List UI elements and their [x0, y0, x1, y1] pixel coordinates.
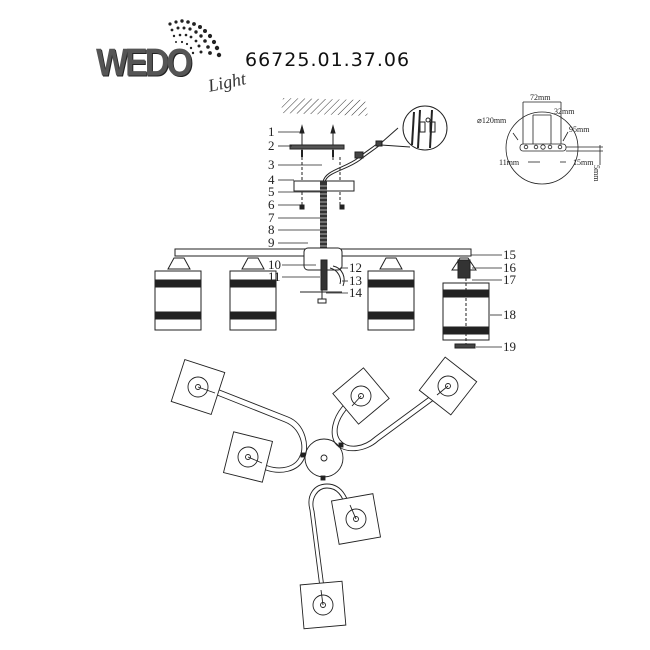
brand-logo: WEDO Light — [92, 14, 248, 96]
dim-diameter: ⌀120mm — [477, 116, 507, 125]
label-15: 15 — [503, 247, 516, 262]
label-9: 9 — [268, 235, 275, 250]
arm-bar — [174, 247, 472, 304]
top-view — [170, 356, 478, 630]
shade-3 — [367, 257, 415, 331]
ceiling-hatch — [281, 98, 368, 116]
label-7: 7 — [268, 210, 275, 225]
label-14: 14 — [349, 285, 363, 300]
dim-72: 72mm — [530, 93, 551, 102]
model-number: 66725.01.37.06 — [245, 49, 411, 71]
brand-name: WEDO — [96, 41, 193, 85]
canopy-dimension-diagram — [505, 101, 603, 185]
label-8: 8 — [268, 222, 275, 237]
leader-lines — [278, 131, 502, 348]
dim-95: 95mm — [569, 125, 590, 134]
label-17: 17 — [503, 272, 517, 287]
label-4: 4 — [268, 172, 275, 187]
wiring — [322, 105, 448, 183]
label-5: 5 — [268, 184, 275, 199]
label-19: 19 — [503, 339, 516, 354]
dim-11: 11mm — [499, 158, 520, 167]
label-18: 18 — [503, 307, 516, 322]
dimension-labels: 72mm 32mm ⌀120mm 95mm 11mm 15mm 5mm — [477, 93, 601, 182]
shade-4-exploded — [442, 257, 490, 349]
dim-15: 15mm — [573, 158, 594, 167]
label-13: 13 — [349, 273, 362, 288]
part-labels: 1 2 3 4 5 6 7 8 9 10 11 12 13 14 15 16 1… — [268, 124, 517, 354]
label-16: 16 — [503, 260, 517, 275]
mounting-bracket — [289, 124, 345, 205]
label-11: 11 — [268, 269, 281, 284]
label-6: 6 — [268, 197, 275, 212]
swirl-icon — [168, 19, 222, 58]
dim-5: 5mm — [592, 165, 601, 182]
label-3: 3 — [268, 157, 275, 172]
label-1: 1 — [268, 124, 275, 139]
shade-1 — [154, 257, 202, 331]
shade-2 — [229, 257, 277, 331]
label-12: 12 — [349, 260, 362, 275]
dim-32: 32mm — [554, 107, 575, 116]
label-10: 10 — [268, 257, 281, 272]
label-2: 2 — [268, 138, 275, 153]
